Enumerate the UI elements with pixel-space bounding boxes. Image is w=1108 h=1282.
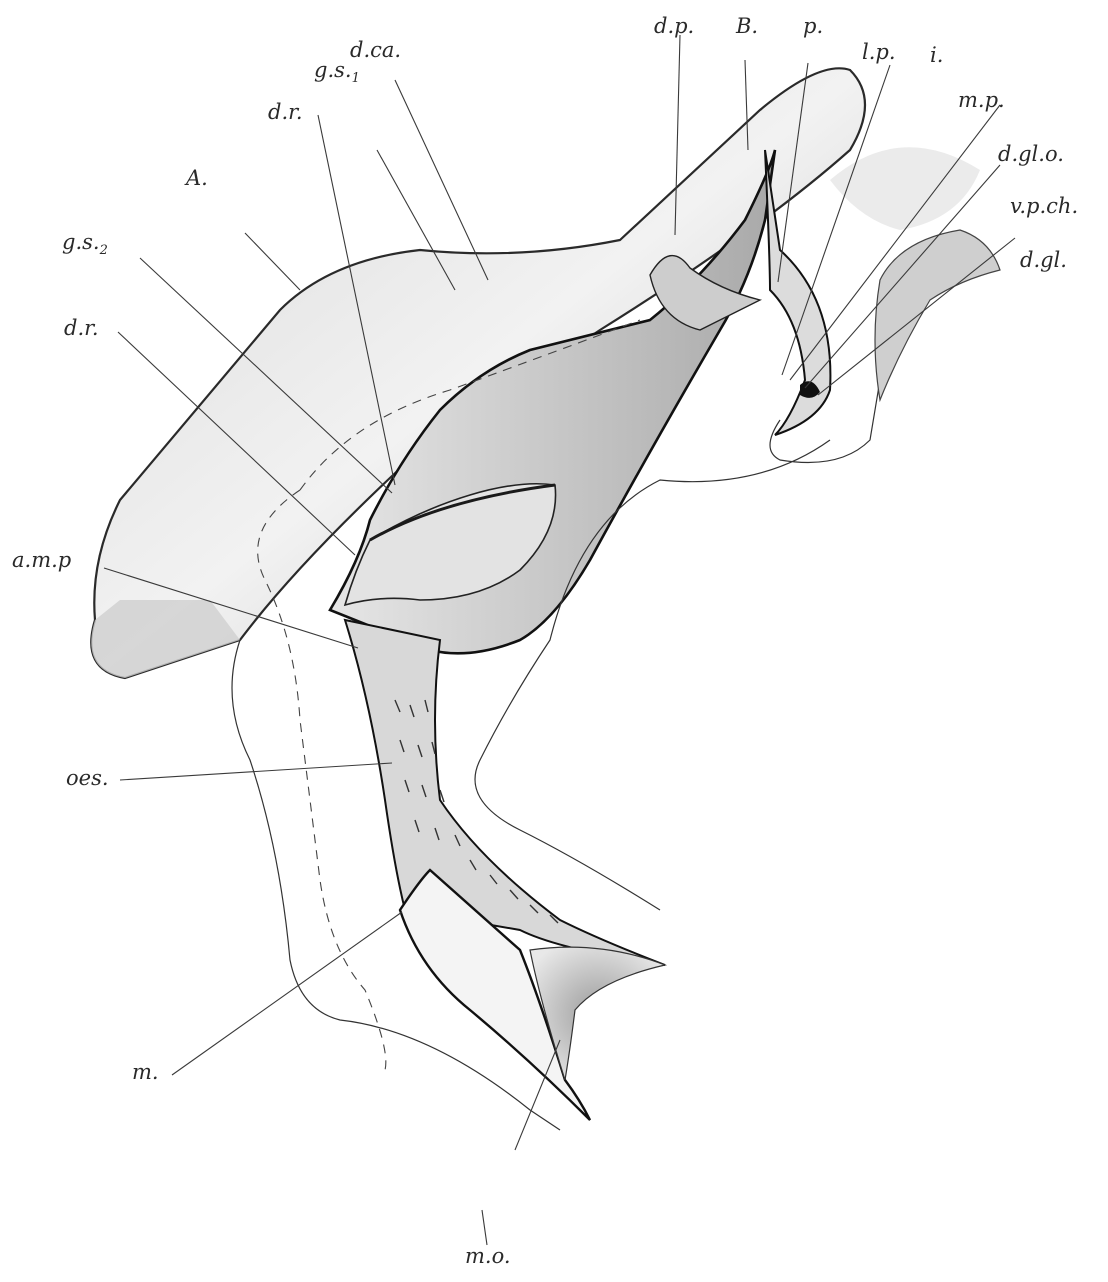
label-m-o: m.o.: [465, 1246, 511, 1267]
label-B: B.: [736, 16, 758, 37]
label-p: p.: [803, 16, 823, 37]
oesophagus: [345, 620, 665, 965]
label-m-p: m.p.: [958, 90, 1005, 111]
label-A: A.: [186, 168, 208, 189]
label-i: i.: [930, 45, 943, 66]
label-a-m-p: a.m.p: [12, 550, 71, 571]
label-d-p: d.p.: [654, 16, 694, 37]
label-g-s-1: g.s.1: [314, 60, 360, 85]
label-d-r-top: d.r.: [268, 102, 303, 123]
far-right-shade: [830, 147, 980, 230]
tube-tip-shade: [91, 600, 240, 678]
label-oes: oes.: [66, 768, 109, 789]
label-v-p-ch: v.p.ch.: [1010, 196, 1078, 217]
label-d-gl-o: d.gl.o.: [998, 144, 1064, 165]
label-l-p: l.p.: [862, 42, 896, 63]
label-d-gl: d.gl.: [1020, 250, 1067, 271]
label-d-r-mid: d.r.: [64, 318, 99, 339]
label-d-ca: d.ca.: [350, 40, 401, 61]
label-m: m.: [132, 1062, 159, 1083]
label-g-s-2: g.s.2: [62, 232, 108, 257]
right-fold: [875, 230, 1000, 400]
